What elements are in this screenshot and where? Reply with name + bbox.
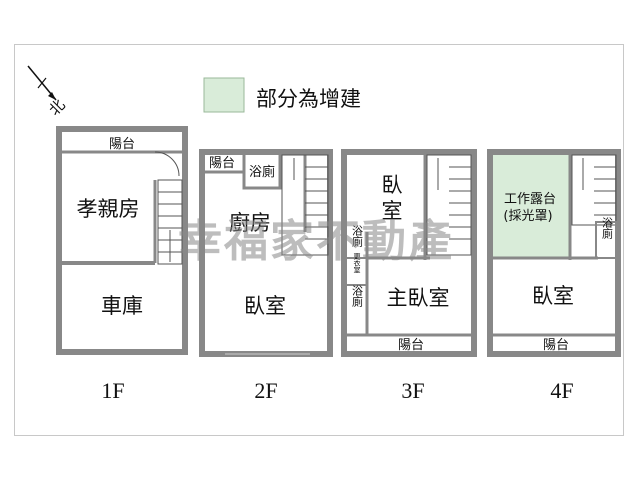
floor-label: 2F (254, 378, 277, 403)
room-label: 工作露台 (504, 192, 556, 207)
compass-crossbar (37, 77, 47, 89)
compass-arrowhead (48, 92, 56, 100)
floor-2f: 陽台 浴廁 廚房 臥室 2F (199, 149, 333, 403)
wall (595, 221, 617, 259)
floor-label: 3F (401, 378, 424, 403)
legend-label: 部分為增建 (256, 87, 361, 111)
room-label: 陽台 (109, 137, 135, 152)
stairs (157, 179, 183, 265)
room-label: 浴廁 (601, 217, 614, 240)
door-swing (154, 151, 180, 177)
stairs (281, 154, 329, 256)
stairs (571, 154, 617, 226)
room-label: 廚房 (229, 211, 271, 235)
plan-frame (14, 44, 624, 436)
legend-swatch (203, 77, 245, 113)
compass-label: 北 (45, 96, 68, 119)
room-label: 臥 (382, 173, 403, 197)
room-label: (採光罩) (503, 209, 552, 224)
floor-1f: 陽台 孝親房 車庫 1F (56, 126, 188, 403)
room-label: 陽台 (543, 338, 569, 353)
room-label: 更衣室 (353, 253, 361, 274)
floor-label: 4F (550, 378, 573, 403)
room-label: 浴廁 (249, 164, 275, 180)
floor-label: 1F (101, 378, 124, 403)
floor-3f: 臥 室 浴廁 更衣室 浴廁 主臥室 陽台 3F (341, 149, 477, 403)
room-label: 主臥室 (387, 286, 450, 310)
room-label: 室 (382, 199, 403, 223)
room-label: 車庫 (101, 294, 143, 318)
room-label: 陽台 (209, 156, 235, 171)
room-label: 臥室 (244, 294, 286, 318)
watermark: 幸福家不動產 (178, 216, 454, 267)
room-label: 孝親房 (77, 197, 140, 221)
stairs (426, 154, 472, 256)
compass: 北 (27, 65, 69, 119)
room-label: 臥室 (532, 284, 574, 308)
room-label: 浴廁 (351, 225, 364, 248)
addition-area (493, 155, 570, 258)
wall (242, 150, 282, 190)
room-label: 陽台 (398, 338, 424, 353)
floor-4f: 工作露台 (採光罩) 浴廁 臥室 陽台 4F (487, 149, 621, 403)
room-label: 浴廁 (351, 285, 364, 308)
